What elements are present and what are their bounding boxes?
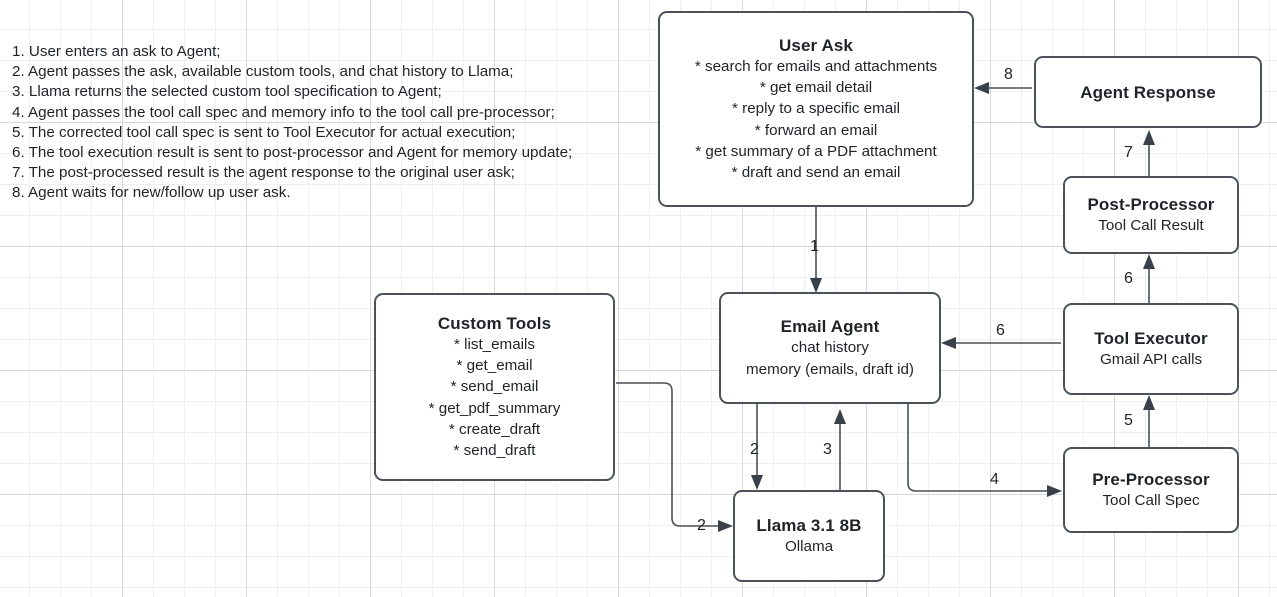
legend-line-3: 3. Llama returns the selected custom too… bbox=[12, 83, 442, 101]
node-tool-executor[interactable]: Tool Executor Gmail API calls bbox=[1063, 303, 1239, 395]
numbered-flow-legend: 1. User enters an ask to Agent; 2. Agent… bbox=[12, 42, 642, 204]
user-ask-item-1: * search for emails and attachments bbox=[694, 57, 938, 75]
node-tool-executor-items: Gmail API calls bbox=[1100, 349, 1202, 370]
node-email-agent[interactable]: Email Agent chat history memory (emails,… bbox=[719, 292, 941, 404]
legend-line-7: 7. The post-processed result is the agen… bbox=[12, 164, 515, 182]
edge-6a bbox=[1143, 254, 1155, 303]
pre-processor-sub-1: Tool Call Spec bbox=[1102, 491, 1200, 509]
node-post-processor-items: Tool Call Result bbox=[1098, 215, 1204, 236]
legend-line-1: 1. User enters an ask to Agent; bbox=[12, 43, 221, 60]
legend-line-6: 6. The tool execution result is sent to … bbox=[12, 144, 573, 162]
edge-label-3: 3 bbox=[823, 441, 832, 458]
custom-tools-item-4: * get_pdf_summary bbox=[428, 399, 561, 417]
legend-line-8: 8. Agent waits for new/follow up user as… bbox=[12, 184, 291, 202]
edge-label-6a: 6 bbox=[1124, 270, 1133, 287]
edge-7 bbox=[1143, 130, 1155, 176]
node-user-ask-title: User Ask bbox=[779, 35, 853, 55]
edge-label-2b: 2 bbox=[697, 517, 706, 534]
edge-6b bbox=[941, 337, 1061, 349]
node-pre-processor-items: Tool Call Spec bbox=[1102, 490, 1199, 511]
user-ask-item-2: * get email detail bbox=[759, 78, 873, 96]
legend-line-2: 2. Agent passes the ask, available custo… bbox=[12, 63, 514, 81]
edge-8 bbox=[974, 82, 1032, 94]
node-email-agent-items: chat history memory (emails, draft id) bbox=[746, 337, 914, 380]
node-user-ask-items: * search for emails and attachments * ge… bbox=[695, 56, 937, 184]
edge-5 bbox=[1143, 395, 1155, 447]
custom-tools-item-2: * get_email bbox=[456, 356, 533, 374]
edge-2a bbox=[751, 404, 763, 490]
edge-label-8: 8 bbox=[1004, 66, 1013, 83]
legend-line-5: 5. The corrected tool call spec is sent … bbox=[12, 123, 516, 141]
edge-label-1: 1 bbox=[810, 238, 819, 255]
node-custom-tools[interactable]: Custom Tools * list_emails * get_email *… bbox=[374, 293, 615, 481]
custom-tools-item-6: * send_draft bbox=[453, 442, 536, 460]
node-pre-processor-title: Pre-Processor bbox=[1092, 469, 1210, 489]
edge-1 bbox=[810, 207, 822, 293]
user-ask-item-4: * forward an email bbox=[754, 121, 878, 139]
tool-executor-sub-1: Gmail API calls bbox=[1099, 350, 1203, 368]
node-agent-response[interactable]: Agent Response bbox=[1034, 56, 1262, 128]
llama-sub-1: Ollama bbox=[784, 537, 834, 555]
custom-tools-item-5: * create_draft bbox=[448, 420, 541, 438]
edge-label-5: 5 bbox=[1124, 412, 1133, 429]
edge-2b bbox=[616, 382, 733, 532]
node-agent-response-title: Agent Response bbox=[1080, 82, 1216, 102]
custom-tools-item-3: * send_email bbox=[450, 378, 539, 396]
node-llama[interactable]: Llama 3.1 8B Ollama bbox=[733, 490, 885, 582]
node-llama-items: Ollama bbox=[785, 536, 833, 557]
user-ask-item-3: * reply to a specific email bbox=[732, 100, 900, 118]
node-custom-tools-items: * list_emails * get_email * send_email *… bbox=[429, 334, 561, 462]
edge-label-6b: 6 bbox=[996, 322, 1005, 339]
user-ask-item-6: * draft and send an email bbox=[731, 164, 901, 182]
user-ask-item-5: * get summary of a PDF attachment bbox=[695, 142, 937, 160]
node-llama-title: Llama 3.1 8B bbox=[756, 515, 862, 535]
edge-label-4: 4 bbox=[990, 471, 999, 488]
custom-tools-item-1: * list_emails bbox=[453, 335, 535, 353]
node-user-ask[interactable]: User Ask * search for emails and attachm… bbox=[658, 11, 974, 207]
edge-3 bbox=[834, 409, 846, 490]
email-agent-sub-1: chat history bbox=[791, 339, 869, 357]
edge-label-7: 7 bbox=[1124, 144, 1133, 161]
node-pre-processor[interactable]: Pre-Processor Tool Call Spec bbox=[1063, 447, 1239, 533]
legend-line-4: 4. Agent passes the tool call spec and m… bbox=[12, 103, 555, 121]
edge-label-2a: 2 bbox=[750, 441, 759, 458]
node-tool-executor-title: Tool Executor bbox=[1094, 328, 1208, 348]
node-email-agent-title: Email Agent bbox=[780, 317, 880, 337]
node-custom-tools-title: Custom Tools bbox=[437, 313, 552, 333]
post-processor-sub-1: Tool Call Result bbox=[1098, 216, 1204, 234]
edge-4 bbox=[907, 404, 1062, 497]
email-agent-sub-2: memory (emails, draft id) bbox=[746, 360, 914, 378]
node-post-processor[interactable]: Post-Processor Tool Call Result bbox=[1063, 176, 1239, 254]
node-post-processor-title: Post-Processor bbox=[1087, 194, 1215, 214]
